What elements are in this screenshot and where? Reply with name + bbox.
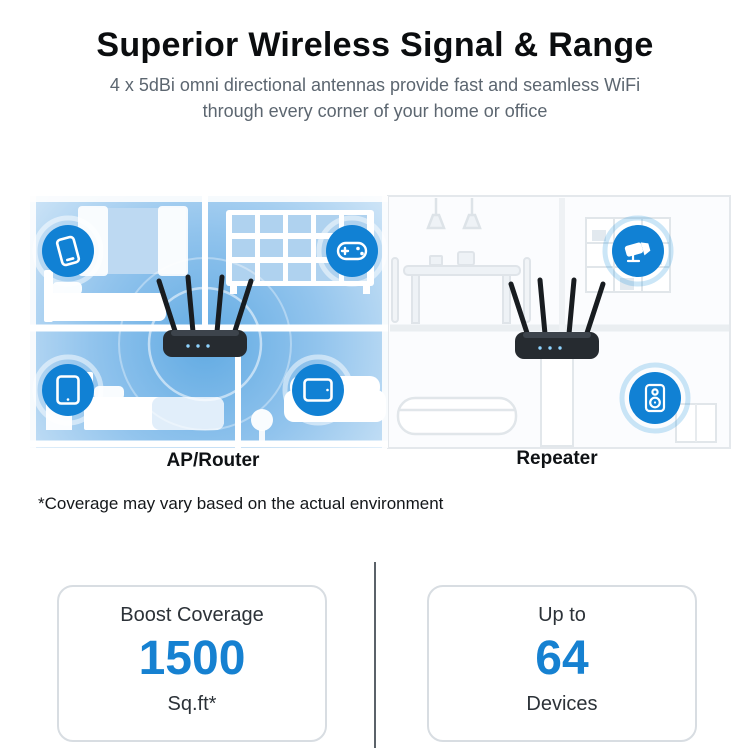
router-antennas <box>156 274 254 337</box>
ap-router-label: AP/Router <box>166 450 260 471</box>
devices-stat-value: 64 <box>535 632 589 685</box>
repeater-device <box>508 277 606 447</box>
router-device <box>156 274 254 357</box>
coverage-stat-value: 1500 <box>138 632 246 685</box>
bathtub <box>396 396 518 436</box>
bed-upper <box>44 270 166 322</box>
devices-stat-unit: Devices <box>526 693 598 715</box>
house-cutaway-diagram <box>30 195 731 449</box>
coverage-stat-unit: Sq.ft* <box>167 693 217 715</box>
stats-divider <box>374 562 376 748</box>
coverage-illustration: AP/Router Repeater <box>0 138 750 478</box>
repeater-antennas <box>508 277 606 339</box>
page-title: Superior Wireless Signal & Range <box>96 26 654 64</box>
repeater-stand <box>540 356 574 447</box>
subtitle: 4 x 5dBi omni directional antennas provi… <box>0 72 750 124</box>
devices-stat-card: Up to 64 Devices <box>427 585 697 742</box>
dining-table <box>403 251 521 324</box>
devices-stat-heading: Up to <box>538 604 586 626</box>
signal-ring-inner <box>147 286 263 402</box>
tablet-landscape-icon <box>282 354 354 426</box>
speaker-icon <box>619 362 691 434</box>
pendant-lamps <box>426 198 482 230</box>
security-camera-icon <box>602 215 674 287</box>
subtitle-line-2: through every corner of your home or off… <box>202 101 548 121</box>
dining-chairs <box>391 257 531 323</box>
subtitle-line-1: 4 x 5dBi omni directional antennas provi… <box>109 75 641 95</box>
repeater-label: Repeater <box>516 448 598 469</box>
smartphone-icon <box>32 215 104 287</box>
tablet-icon <box>32 354 104 426</box>
gamepad-icon <box>316 215 388 287</box>
signal-ring-outer <box>118 257 292 431</box>
coverage-stat-card: Boost Coverage 1500 Sq.ft* <box>57 585 327 742</box>
coverage-stat-heading: Boost Coverage <box>120 604 264 626</box>
coverage-disclaimer: *Coverage may vary based on the actual e… <box>38 494 444 513</box>
